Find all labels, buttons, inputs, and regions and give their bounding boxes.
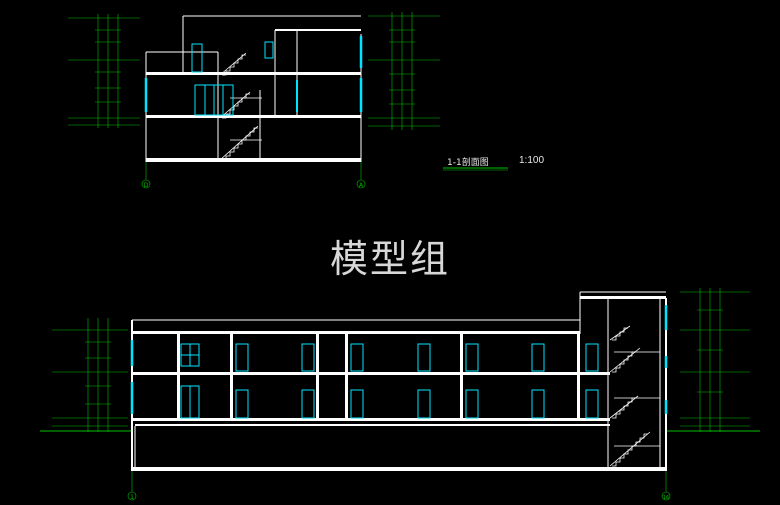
axis-label-1: 1 [130,494,134,501]
top-left-dimensions [68,14,140,128]
bottom-right-dimensions [680,288,750,432]
top-right-dimensions [368,12,440,130]
axis-label-d: D [144,182,149,189]
top-axis-lines [141,162,366,189]
axis-label-16: 16 [663,495,669,501]
axis-label-a: A [359,182,364,189]
top-section-structure [145,15,362,162]
section-scale: 1:100 [519,155,545,166]
bottom-left-dimensions [52,318,128,432]
bottom-section-stairs [609,325,660,467]
bottom-section-doors [130,305,668,419]
top-section-stairs [219,52,262,161]
section-title: 1-1剖面图 [447,158,489,168]
watermark-text: 模型组 [329,237,450,281]
bottom-section-structure [40,291,760,471]
bottom-axis-lines [127,471,671,501]
top-section-windows [144,36,363,116]
